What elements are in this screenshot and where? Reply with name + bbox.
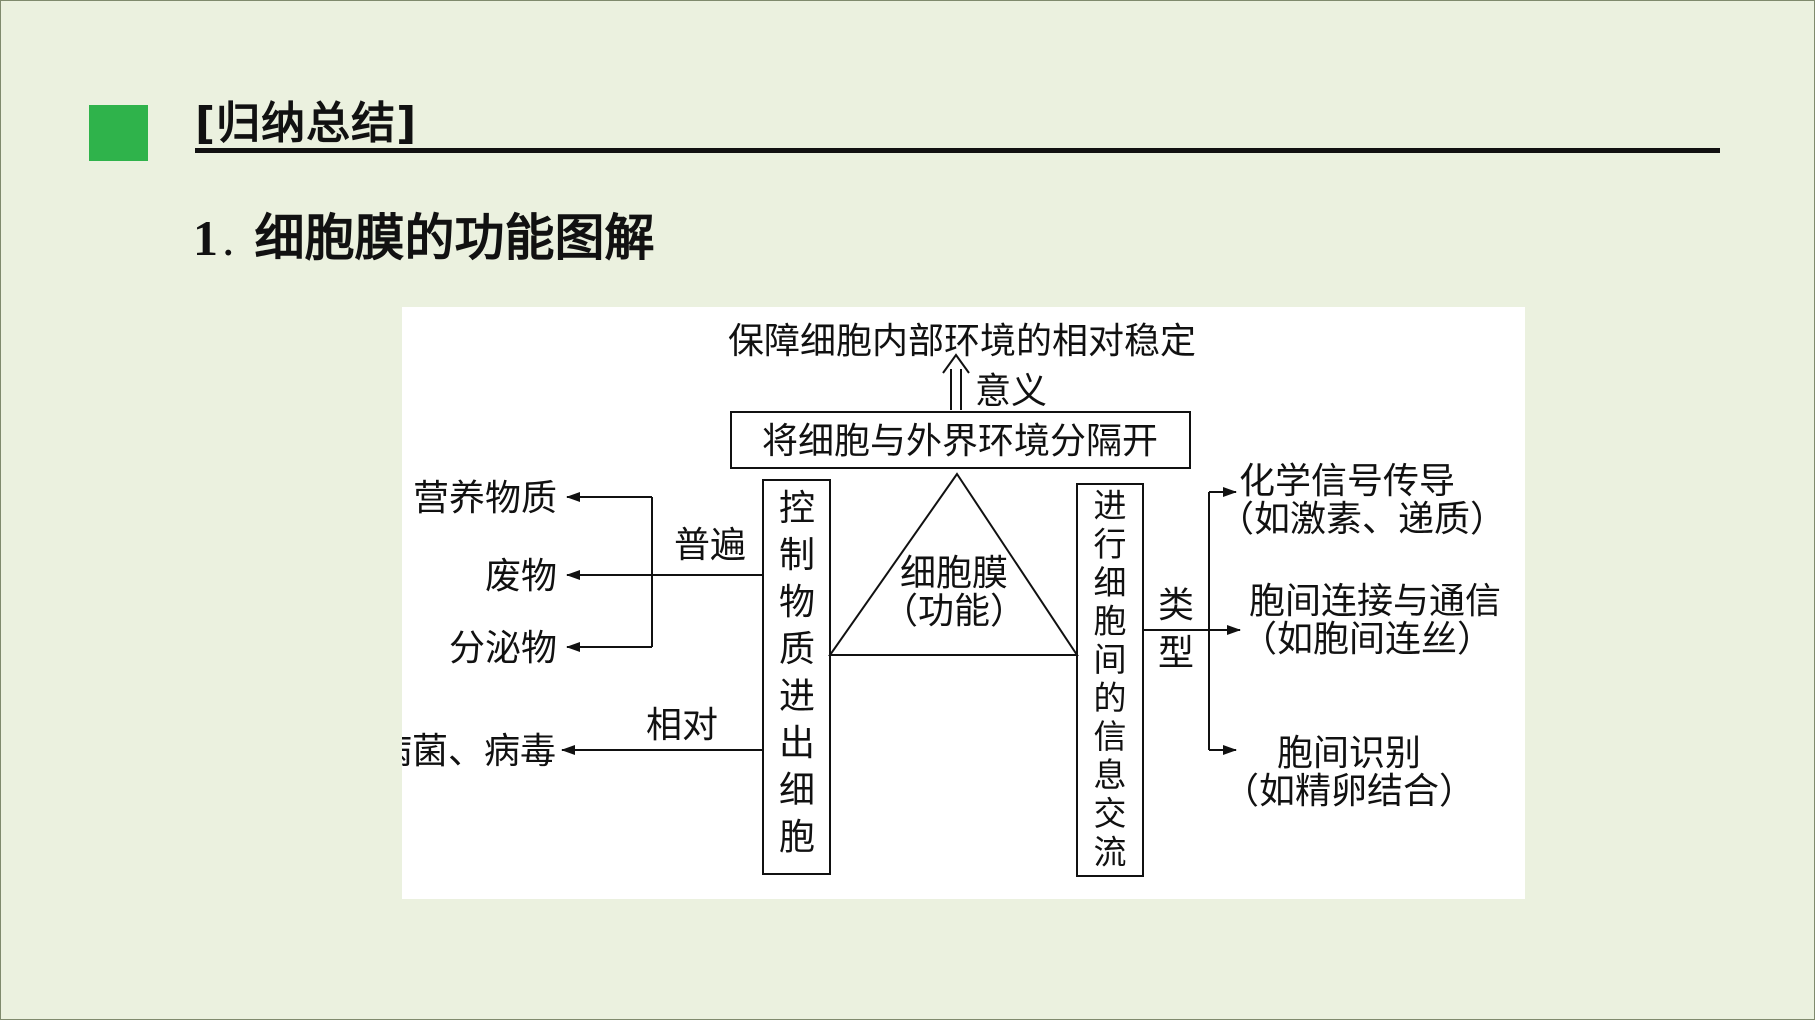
subtitle-separator: . bbox=[222, 210, 235, 266]
right-item-junction-note: （如胞间连丝） bbox=[1241, 619, 1493, 660]
right-item-chemical-note: （如激素、递质） bbox=[1218, 499, 1506, 540]
left-item-nutrients: 营养物质 bbox=[413, 478, 557, 519]
right-type-label-char1: 类 bbox=[1158, 585, 1194, 626]
center-label-line2: （功能） bbox=[882, 591, 1026, 632]
right-vertical-box bbox=[1076, 483, 1144, 877]
left-relative-item: 病菌、病毒 bbox=[402, 731, 556, 772]
center-label-line1: 细胞膜 bbox=[900, 553, 1008, 594]
section-marker-square bbox=[89, 105, 148, 161]
top-arrow-label: 意义 bbox=[975, 371, 1047, 412]
top-box bbox=[730, 411, 1191, 469]
left-general-label: 普遍 bbox=[674, 525, 746, 566]
heading-underline bbox=[195, 148, 1720, 153]
section-subtitle: 1. 细胞膜的功能图解 bbox=[193, 207, 655, 269]
subtitle-number: 1 bbox=[193, 210, 218, 266]
top-result-text: 保障细胞内部环境的相对稳定 bbox=[728, 321, 1196, 362]
center-triangle bbox=[828, 472, 1079, 656]
left-box-text: 控制物质进出细胞 bbox=[779, 488, 815, 858]
right-box-text: 进行细胞间的信息交流 bbox=[1094, 486, 1127, 872]
right-type-label-char2: 型 bbox=[1158, 633, 1194, 674]
hollow-up-arrow bbox=[942, 353, 970, 410]
left-general-connectors bbox=[566, 492, 763, 652]
left-item-secretion: 分泌物 bbox=[449, 628, 557, 669]
subtitle-text: 细胞膜的功能图解 bbox=[254, 209, 655, 267]
section-heading: [归纳总结] bbox=[195, 98, 418, 149]
right-item-recognition: 胞间识别 bbox=[1277, 733, 1421, 774]
top-box-text: 将细胞与外界环境分隔开 bbox=[762, 421, 1158, 462]
right-item-recognition-note: （如精卵结合） bbox=[1223, 771, 1475, 812]
right-item-chemical: 化学信号传导 bbox=[1239, 461, 1455, 502]
diagram-svg: 保障细胞内部环境的相对稳定 意义 将细胞与外界环境分隔开 细胞膜 （功能） 控制… bbox=[402, 321, 1506, 877]
membrane-function-diagram: 保障细胞内部环境的相对稳定 意义 将细胞与外界环境分隔开 细胞膜 （功能） 控制… bbox=[402, 307, 1525, 899]
left-vertical-box bbox=[762, 479, 831, 875]
right-item-junction: 胞间连接与通信 bbox=[1249, 581, 1501, 622]
left-item-waste: 废物 bbox=[485, 556, 557, 597]
right-type-connectors bbox=[1143, 487, 1241, 755]
left-relative-label: 相对 bbox=[646, 705, 718, 746]
